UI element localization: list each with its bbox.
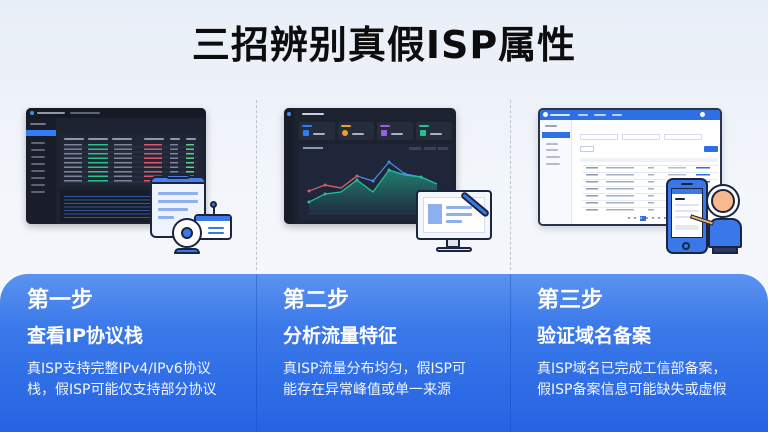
step-2: 第二步 分析流量特征 真ISP流量分布均匀，假ISP可 能存在异常峰值或单一来源 bbox=[283, 286, 508, 401]
step-3-description: 真ISP域名已完成工信部备案， 假ISP备案信息可能缺失或虚假 bbox=[537, 361, 727, 398]
step-1-label: 第一步 bbox=[27, 288, 94, 313]
step-separator-1 bbox=[256, 274, 257, 432]
illustration-traffic bbox=[276, 100, 510, 265]
traffic-line-chart bbox=[303, 147, 448, 215]
step-2-title: 分析流量特征 bbox=[283, 325, 398, 347]
step-1-description: 真ISP支持完整IPv4/IPv6协议 栈，假ISP可能仅支持部分协议 bbox=[27, 361, 217, 398]
illustration-domain-record bbox=[528, 100, 768, 265]
monitor-icon bbox=[416, 190, 492, 240]
page-title: 三招辨别真假ISP属性 bbox=[191, 23, 577, 67]
step-3-title: 验证域名备案 bbox=[537, 325, 652, 347]
illustration-ip-stack bbox=[20, 100, 256, 265]
step-2-label: 第二步 bbox=[283, 288, 350, 313]
person-icon bbox=[706, 184, 740, 218]
phone-icon bbox=[666, 178, 708, 254]
step-3-label: 第三步 bbox=[537, 288, 604, 313]
step-1: 第一步 查看IP协议栈 真ISP支持完整IPv4/IPv6协议 栈，假ISP可能… bbox=[27, 286, 252, 401]
webcam-icon bbox=[172, 218, 202, 248]
traffic-dashboard-window bbox=[284, 108, 456, 224]
divider-2 bbox=[510, 100, 511, 270]
divider-1 bbox=[256, 100, 257, 270]
record-table-window bbox=[538, 108, 722, 226]
step-2-description: 真ISP流量分布均匀，假ISP可 能存在异常峰值或单一来源 bbox=[283, 361, 466, 398]
step-separator-2 bbox=[510, 274, 511, 432]
step-1-title: 查看IP协议栈 bbox=[27, 325, 143, 347]
step-3: 第三步 验证域名备案 真ISP域名已完成工信部备案， 假ISP备案信息可能缺失或… bbox=[537, 286, 762, 401]
steps-band bbox=[0, 274, 768, 432]
